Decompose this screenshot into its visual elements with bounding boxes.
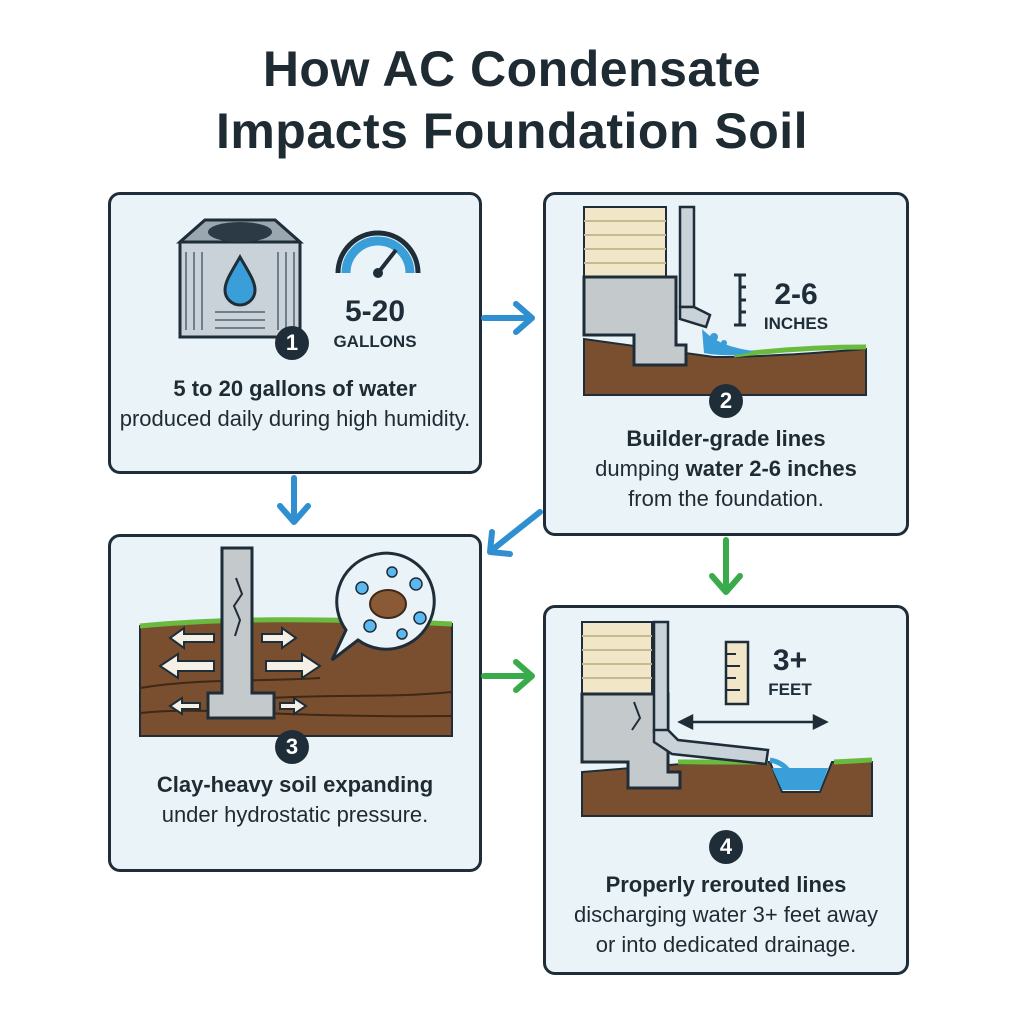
foundation-scene-2	[582, 205, 867, 396]
panel-2-caption-rest: from the foundation.	[628, 486, 824, 511]
siding-icon	[583, 206, 667, 278]
panel-2-caption-bold: Builder-grade lines	[626, 426, 826, 451]
step-badge-3: 3	[275, 730, 309, 764]
gallons-unit: GALLONS	[333, 332, 417, 351]
panel-1-caption-rest: produced daily during high humidity.	[119, 406, 471, 431]
siding-icon	[581, 621, 653, 695]
arrow-2-to-4	[709, 537, 743, 595]
panel-2-caption-bold-2: water 2-6 inches	[685, 456, 857, 481]
water-drop-icon	[223, 254, 257, 307]
arrow-1-to-3	[277, 475, 311, 525]
panel-3-caption-rest: under hydrostatic pressure.	[161, 802, 429, 827]
feet-unit: FEET	[768, 680, 812, 699]
downspout-icon	[678, 205, 712, 329]
step-badge-4: 4	[709, 830, 743, 864]
panel-1-caption-bold: 5 to 20 gallons of water	[173, 376, 417, 401]
foundation-scene-4	[580, 620, 873, 817]
soil-scene-3	[139, 546, 453, 737]
panel-4-caption-rest-1: discharging water 3+ feet away	[574, 902, 878, 927]
inches-value: 2-6	[774, 278, 818, 311]
page-title: How AC Condensate Impacts Foundation Soi…	[0, 38, 1024, 162]
feet-value: 3+	[772, 644, 808, 677]
ruler-icon	[734, 273, 746, 327]
panel-4-caption: Properly rerouted lines discharging wate…	[553, 870, 899, 960]
panel-4-caption-bold: Properly rerouted lines	[605, 872, 847, 897]
step-badge-1: 1	[275, 326, 309, 360]
inches-unit: INCHES	[763, 314, 829, 333]
title-line-1: How AC Condensate	[262, 41, 762, 97]
step-badge-2: 2	[709, 384, 743, 418]
panel-3-caption-bold: Clay-heavy soil expanding	[156, 772, 434, 797]
ac-unit-icon	[176, 218, 304, 339]
gauge-icon	[335, 230, 421, 278]
arrow-1-to-2	[481, 301, 535, 335]
arrow-2-to-3	[487, 509, 543, 557]
panel-4-caption-rest-2: or into dedicated drainage.	[595, 932, 857, 957]
panel-3-caption: Clay-heavy soil expanding under hydrosta…	[118, 770, 472, 830]
clay-molecule-icon	[330, 551, 436, 662]
panel-2-caption-mid: dumping	[595, 456, 686, 481]
arrow-3-to-4	[481, 659, 535, 693]
extension-pipe-icon	[652, 620, 770, 766]
gallons-value: 5-20	[344, 295, 406, 328]
title-line-2: Impacts Foundation Soil	[215, 103, 809, 159]
panel-2-caption: Builder-grade lines dumping water 2-6 in…	[553, 424, 899, 514]
ruler-icon	[724, 640, 750, 706]
cracked-foundation-icon	[206, 546, 276, 720]
pressure-arrows-icon	[158, 626, 322, 716]
panel-1-caption: 5 to 20 gallons of water produced daily …	[118, 374, 472, 434]
